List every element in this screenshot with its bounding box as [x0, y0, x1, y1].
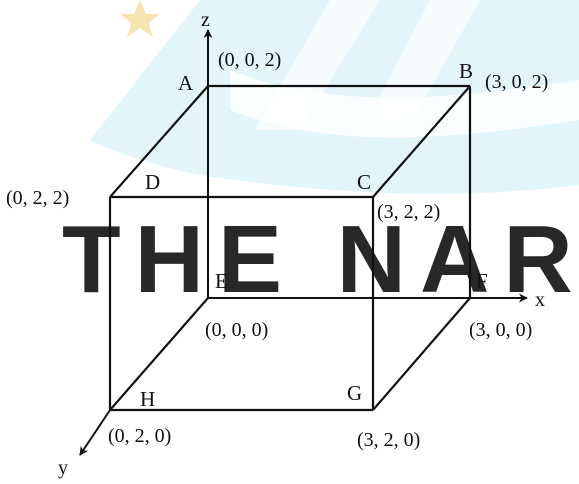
y-axis-label: y — [58, 457, 68, 479]
coord-A: (0, 0, 2) — [218, 49, 281, 71]
coord-G: (3, 2, 0) — [357, 429, 420, 451]
cuboid-edges — [108, 84, 472, 412]
coord-E: (0, 0, 0) — [205, 319, 268, 341]
coord-C: (3, 2, 2) — [377, 201, 440, 223]
watermark-text: THE NARAY — [62, 206, 579, 313]
edge-EH — [109, 297, 209, 411]
coordinate-labels: (0, 0, 2) (3, 0, 2) (3, 2, 2) (0, 2, 2) … — [6, 49, 548, 451]
vertex-label-F: F — [476, 269, 488, 293]
vertex-labels: A B C D E F G H — [140, 59, 488, 411]
coord-H: (0, 2, 0) — [108, 425, 171, 447]
vertex-label-E: E — [215, 269, 228, 293]
x-axis-label: x — [535, 289, 545, 311]
vertex-label-A: A — [178, 71, 194, 95]
coord-F: (3, 0, 0) — [469, 319, 532, 341]
edge-DA — [109, 85, 209, 198]
z-axis-label: z — [201, 9, 210, 31]
watermark: THE NARAY — [62, 0, 579, 313]
edge-BC — [372, 85, 471, 198]
watermark-stripe-icon — [255, 0, 380, 130]
vertex-label-B: B — [459, 59, 473, 83]
axes — [79, 29, 528, 456]
coord-D: (0, 2, 2) — [6, 187, 69, 209]
y-axis — [79, 409, 111, 456]
coord-B: (3, 0, 2) — [485, 71, 548, 93]
star-icon — [120, 0, 160, 37]
vertex-label-D: D — [145, 170, 160, 194]
vertex-label-H: H — [140, 387, 155, 411]
vertex-label-C: C — [357, 170, 371, 194]
watermark-stripe-icon — [365, 0, 480, 125]
edge-GF — [372, 297, 471, 411]
vertex-label-G: G — [347, 381, 362, 405]
